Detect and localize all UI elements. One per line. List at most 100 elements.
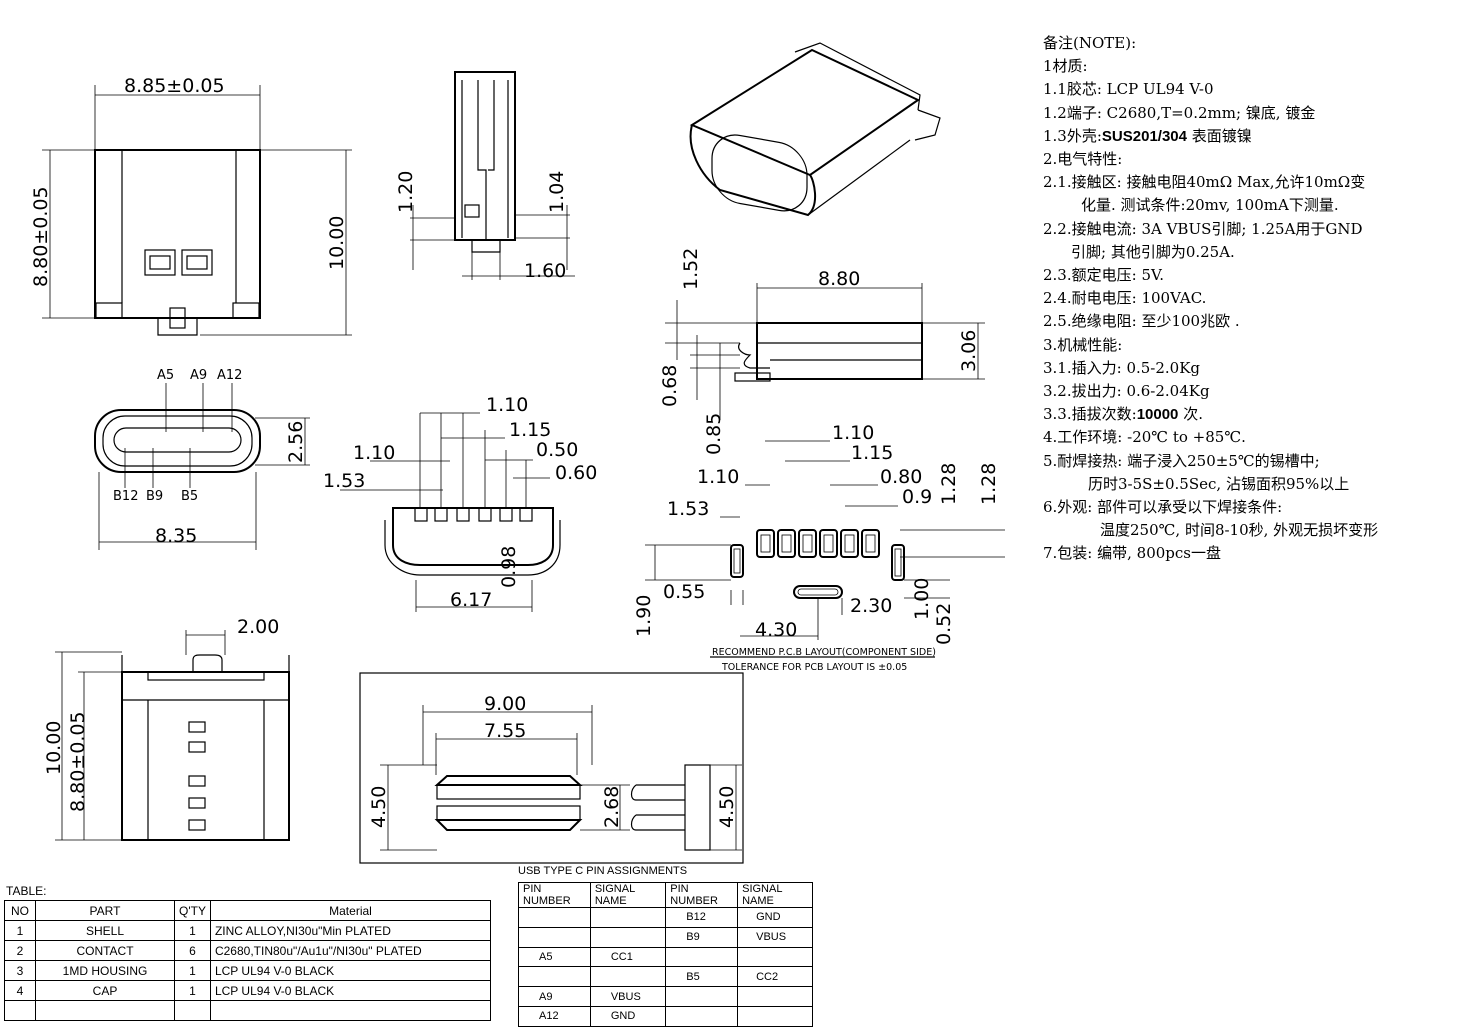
table-cell: SHELL — [35, 920, 175, 941]
dim-pcb-13: 1.00 — [911, 578, 933, 620]
parts-table-caption: TABLE: — [6, 884, 47, 898]
table-cell — [589, 966, 667, 988]
note-line: 6.外观: 部件可以承受以下焊接条件: — [1043, 498, 1283, 517]
table-header: Material — [209, 900, 492, 921]
note-line: 1.2端子: C2680,T=0.2mm; 镍底, 镀金 — [1043, 103, 1316, 122]
dim-pcb-3: 1.10 — [697, 466, 739, 488]
table-cell — [737, 1005, 813, 1027]
dim-pitch-1: 1.10 — [486, 394, 528, 416]
table-row: 3 1MD HOUSING 1 LCP UL94 V-0 BLACK — [4, 960, 492, 981]
table-cell — [665, 986, 739, 1007]
pin-assignment-table: PIN NUMBER SIGNAL NAME PIN NUMBER SIGNAL… — [518, 882, 813, 1027]
dim-bottom-tab: 2.00 — [237, 616, 279, 638]
table-cell — [589, 926, 667, 948]
note-line: 1材质: — [1043, 57, 1088, 76]
table-cell: CAP — [35, 980, 175, 1001]
side-view: 1.20 1.04 1.60 — [395, 71, 575, 282]
table-cell: B5 — [665, 966, 739, 988]
profile-view: 8.80 3.06 1.52 0.68 0.85 — [659, 248, 985, 455]
dim-pitch-4: 0.50 — [536, 439, 578, 461]
table-cell — [4, 1000, 36, 1021]
table-cell: CC1 — [589, 946, 667, 968]
dim-panel-opening: 2.68 — [601, 786, 623, 828]
table-cell — [518, 926, 591, 948]
note-line: 2.5.绝缘电阻: 至少100兆欧 . — [1043, 312, 1240, 331]
dim-pcb-1: 1.10 — [832, 422, 874, 444]
note-line: 1.1胶芯: LCP UL94 V-0 — [1043, 80, 1214, 99]
dim-pitch-7: 0.98 — [498, 546, 520, 588]
table-row: A5 CC1 — [518, 946, 813, 968]
table-cell: B9 — [665, 926, 739, 948]
table-cell: A5 — [518, 946, 591, 968]
note-line: 3.2.拔出力: 0.6-2.04Kg — [1043, 382, 1210, 401]
note-line: 5.耐焊接热: 端子浸入250±5℃的锡槽中; — [1043, 451, 1320, 470]
note-line: 3.机械性能: — [1043, 335, 1123, 354]
pin-label-a9: A9 — [190, 368, 207, 383]
isometric-view — [689, 42, 941, 217]
note-line: 3.1.插入力: 0.5-2.0Kg — [1043, 358, 1201, 377]
table-cell — [518, 966, 591, 988]
note-line: 4.工作环境: -20℃ to +85℃. — [1043, 428, 1246, 447]
table-cell: VBUS — [589, 986, 667, 1007]
note-line: 温度250℃, 时间8-10秒, 外观无损坏变形 — [1100, 521, 1379, 540]
dim-top-overall: 10.00 — [326, 216, 348, 270]
table-cell — [737, 946, 813, 968]
dim-panel-outer: 9.00 — [484, 693, 526, 715]
dim-side-c: 1.60 — [524, 260, 566, 282]
pin-label-a12: A12 — [217, 368, 242, 383]
pin-label-a5: A5 — [157, 368, 174, 383]
table-cell: ZINC ALLOY,NI30u"Min PLATED — [209, 920, 492, 941]
dim-panel-side: 4.50 — [716, 786, 738, 828]
table-row — [4, 1000, 492, 1021]
table-cell: CONTACT — [35, 940, 175, 961]
table-header-row: PIN NUMBER SIGNAL NAME PIN NUMBER SIGNAL… — [518, 882, 813, 908]
table-cell: C2680,TIN80u"/Au1u"/NI30u" PLATED — [209, 940, 492, 961]
dim-pitch-width: 6.17 — [450, 589, 492, 611]
dim-top-width: 8.85±0.05 — [124, 75, 225, 97]
table-cell: 2 — [4, 940, 36, 961]
parts-table: NO PART Q'TY Material 1 SHELL 1 ZINC ALL… — [4, 900, 492, 1021]
table-header: Q'TY — [174, 900, 211, 921]
dim-side-a: 1.20 — [395, 171, 417, 213]
table-row: 4 CAP 1 LCP UL94 V-0 BLACK — [4, 980, 492, 1001]
table-cell — [665, 946, 739, 968]
dim-pcb-10: 0.55 — [663, 581, 705, 603]
table-cell: VBUS — [737, 926, 813, 948]
pcb-pads — [756, 529, 880, 558]
table-row: 2 CONTACT 6 C2680,TIN80u"/Au1u"/NI30u" P… — [4, 940, 492, 961]
table-row: 1 SHELL 1 ZINC ALLOY,NI30u"Min PLATED — [4, 920, 492, 941]
table-cell: 6 — [174, 940, 211, 961]
dim-pitch-5: 1.53 — [323, 470, 365, 492]
table-row: A9 VBUS — [518, 986, 813, 1007]
note-line: 2.1.接触区: 接触电阻40mΩ Max,允许10mΩ变 — [1043, 173, 1366, 192]
table-cell — [589, 907, 667, 928]
pcb-layout: 1.10 1.15 1.10 0.80 0.9 1.28 1.28 1.53 1… — [633, 422, 1005, 673]
note-line: 1.3外壳:SUS201/304 表面镀镍 — [1043, 126, 1252, 145]
dim-front-width: 8.35 — [155, 525, 197, 547]
pcb-layout-tolerance: TOLERANCE FOR PCB LAYOUT IS ±0.05 — [721, 662, 907, 673]
table-header: PIN NUMBER — [665, 882, 739, 908]
dim-profile-top: 1.52 — [680, 248, 702, 290]
dim-profile-b: 0.85 — [703, 413, 725, 455]
table-header-row: NO PART Q'TY Material — [4, 900, 492, 921]
dim-profile-length: 8.80 — [818, 268, 860, 290]
note-line: 引脚; 其他引脚为0.25A. — [1071, 242, 1235, 261]
dim-pcb-2: 1.15 — [851, 442, 893, 464]
table-header: SIGNAL NAME — [737, 882, 813, 908]
dim-pcb-8: 1.53 — [667, 498, 709, 520]
table-cell — [737, 986, 813, 1007]
shell-material: SUS201/304 — [1101, 127, 1187, 145]
table-header: SIGNAL NAME — [589, 882, 667, 908]
pin-label-b5: B5 — [181, 489, 198, 504]
table-row: B12 GND — [518, 907, 813, 928]
table-cell: A12 — [518, 1005, 591, 1027]
table-cell: A9 — [518, 986, 591, 1007]
table-cell: 1 — [174, 960, 211, 981]
dim-pcb-5: 0.9 — [902, 486, 932, 508]
pin-table-caption: USB TYPE C PIN ASSIGNMENTS — [518, 865, 688, 877]
dim-pcb-11: 2.30 — [850, 595, 892, 617]
table-cell: 3 — [4, 960, 36, 981]
table-cell: 1 — [174, 920, 211, 941]
table-cell: 1 — [174, 980, 211, 1001]
table-header: PART — [35, 900, 175, 921]
